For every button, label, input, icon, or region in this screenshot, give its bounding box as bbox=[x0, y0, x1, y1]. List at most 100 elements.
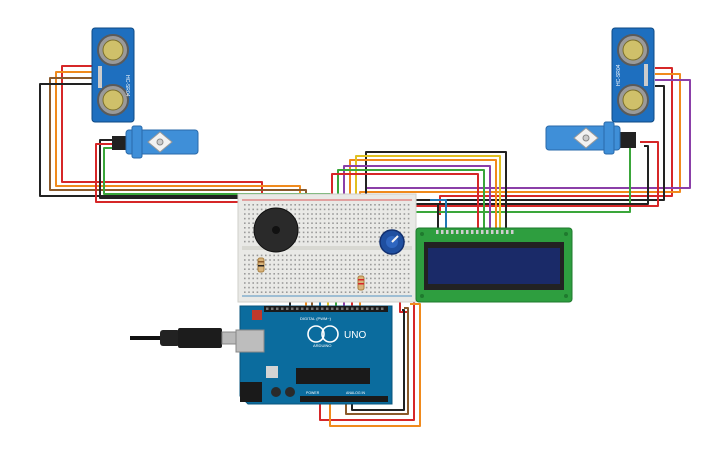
breadboard-hole bbox=[248, 208, 250, 211]
breadboard-hole bbox=[244, 286, 246, 289]
breadboard-hole bbox=[357, 291, 359, 293]
breadboard-hole bbox=[336, 213, 338, 215]
arduino-uno[interactable]: DIGITAL (PWM~) ARDUINO UNO POWER ANALOG … bbox=[235, 305, 393, 405]
breadboard-hole bbox=[323, 259, 326, 261]
breadboard-hole bbox=[319, 286, 322, 289]
breadboard-hole bbox=[382, 263, 385, 266]
breadboard-hole bbox=[332, 227, 334, 229]
breadboard-hole bbox=[370, 227, 372, 229]
breadboard-hole bbox=[281, 282, 284, 284]
breadboard-hole bbox=[260, 204, 263, 206]
breadboard-hole bbox=[298, 282, 301, 284]
breadboard-hole bbox=[332, 208, 334, 211]
breadboard-hole bbox=[382, 217, 385, 220]
breadboard-hole bbox=[340, 240, 343, 243]
breadboard-hole bbox=[391, 222, 393, 224]
breadboard-hole bbox=[370, 268, 372, 270]
digital-pin bbox=[336, 307, 339, 310]
breadboard-hole bbox=[315, 254, 317, 257]
breadboard-hole bbox=[311, 263, 313, 266]
breadboard-hole bbox=[403, 263, 406, 266]
breadboard-hole bbox=[328, 217, 330, 220]
reset-button[interactable] bbox=[252, 310, 262, 320]
breadboard-hole bbox=[374, 268, 376, 270]
breadboard-hole bbox=[374, 263, 376, 266]
breadboard-hole bbox=[391, 259, 393, 261]
breadboard-hole bbox=[353, 286, 355, 289]
breadboard-hole bbox=[323, 231, 326, 234]
breadboard-hole bbox=[357, 259, 359, 261]
breadboard-hole bbox=[319, 282, 322, 284]
arduino-model: UNO bbox=[344, 330, 366, 341]
breadboard-hole bbox=[391, 217, 393, 220]
digital-pin bbox=[296, 307, 299, 310]
breadboard-hole bbox=[399, 259, 401, 261]
breadboard-hole bbox=[361, 231, 364, 234]
breadboard-hole bbox=[365, 231, 368, 234]
lcd-pin bbox=[461, 230, 464, 234]
breadboard-hole bbox=[403, 291, 406, 293]
breadboard-hole bbox=[302, 217, 305, 220]
lcd-pin bbox=[481, 230, 484, 234]
breadboard-hole bbox=[353, 291, 355, 293]
breadboard-hole bbox=[391, 227, 393, 229]
breadboard-hole bbox=[336, 217, 338, 220]
lcd-pin bbox=[441, 230, 444, 234]
breadboard-hole bbox=[407, 240, 410, 243]
breadboard-hole bbox=[378, 208, 380, 211]
breadboard-hole bbox=[298, 291, 301, 293]
digital-pin bbox=[346, 307, 349, 310]
breadboard-hole bbox=[407, 259, 410, 261]
breadboard-hole bbox=[378, 254, 380, 257]
breadboard-hole bbox=[244, 240, 246, 243]
servo-left[interactable] bbox=[112, 125, 199, 159]
breadboard-hole bbox=[319, 213, 322, 215]
digital-pin bbox=[301, 307, 304, 310]
breadboard-hole bbox=[290, 286, 292, 289]
breadboard-hole bbox=[365, 268, 368, 270]
breadboard-hole bbox=[294, 277, 296, 280]
breadboard-hole bbox=[382, 204, 385, 206]
resistor-2 bbox=[357, 275, 365, 291]
breadboard-hole bbox=[336, 231, 338, 234]
breadboard-hole bbox=[323, 213, 326, 215]
breadboard-hole bbox=[273, 286, 275, 289]
breadboard-hole bbox=[252, 273, 254, 275]
breadboard-hole bbox=[328, 213, 330, 215]
breadboard-hole bbox=[244, 254, 246, 257]
arduino-power-label: POWER bbox=[306, 391, 320, 395]
breadboard-hole bbox=[365, 263, 368, 266]
wire-analog-3 bbox=[345, 307, 409, 415]
breadboard-hole bbox=[399, 217, 401, 220]
breadboard-hole bbox=[386, 286, 389, 289]
breadboard-hole bbox=[357, 268, 359, 270]
breadboard-hole bbox=[386, 291, 389, 293]
breadboard-hole bbox=[395, 204, 397, 206]
breadboard-hole bbox=[323, 268, 326, 270]
breadboard-hole bbox=[361, 213, 364, 215]
breadboard-hole bbox=[407, 236, 410, 238]
breadboard-hole bbox=[374, 236, 376, 238]
breadboard-hole bbox=[374, 204, 376, 206]
servo-right[interactable] bbox=[545, 121, 636, 155]
breadboard-hole bbox=[395, 286, 397, 289]
breadboard-hole bbox=[302, 286, 305, 289]
breadboard-hole bbox=[311, 259, 313, 261]
ultrasonic-sensor-right[interactable]: HC-SR04 bbox=[611, 27, 655, 123]
potentiometer[interactable] bbox=[379, 229, 405, 255]
breadboard-hole bbox=[315, 273, 317, 275]
breadboard-hole bbox=[332, 286, 334, 289]
digital-pin bbox=[276, 307, 279, 310]
ultrasonic-sensor-left[interactable]: HC-SR04 bbox=[91, 27, 135, 123]
breadboard-hole bbox=[336, 204, 338, 206]
breadboard-hole bbox=[332, 277, 334, 280]
breadboard-hole bbox=[407, 227, 410, 229]
breadboard-hole bbox=[273, 291, 275, 293]
piezo-buzzer[interactable] bbox=[253, 207, 299, 253]
breadboard-hole bbox=[315, 259, 317, 261]
breadboard-hole bbox=[357, 263, 359, 266]
breadboard-hole bbox=[361, 227, 364, 229]
breadboard-hole bbox=[252, 208, 254, 211]
digital-pin bbox=[326, 307, 329, 310]
breadboard-hole bbox=[365, 204, 368, 206]
